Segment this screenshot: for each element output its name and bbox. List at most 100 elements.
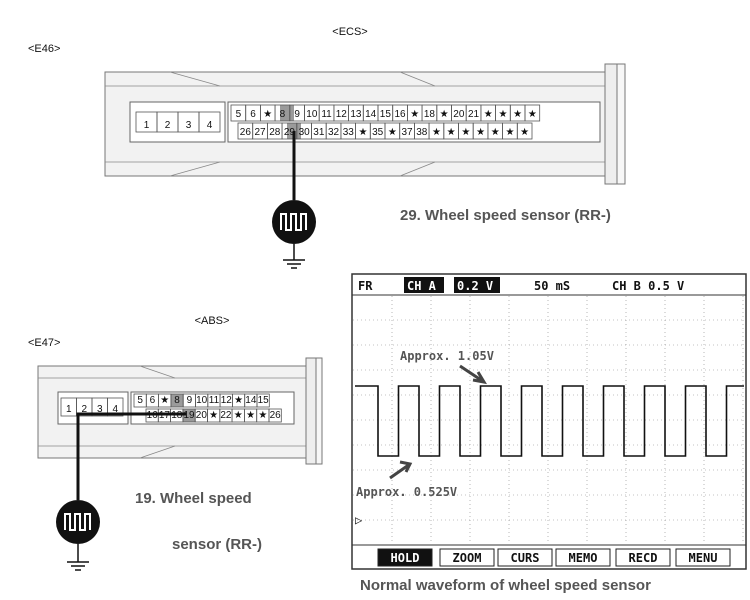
ecs-bottom-pin-label: 35 xyxy=(372,127,384,138)
scope-btn-memo[interactable] xyxy=(555,548,611,567)
scope-btn-label: HOLD xyxy=(391,551,420,565)
ecs-top-pin-label: 14 xyxy=(365,109,377,120)
ecs-caption: 29. Wheel speed sensor (RR-) xyxy=(400,207,611,224)
abs-bottom-pin-label: ★ xyxy=(234,410,243,421)
ecs-sensor-symbol xyxy=(272,200,316,269)
abs-bottom-pin-label: ★ xyxy=(209,410,218,421)
ecs-top-pin-label: 20 xyxy=(453,109,465,120)
arrow-low xyxy=(389,460,413,480)
ecs-top-pin-label: 16 xyxy=(394,109,406,120)
abs-top-pin-label: 14 xyxy=(245,395,257,406)
scope-ch-a-value: 0.2 V xyxy=(457,279,493,293)
ecs-top-pin-label: 13 xyxy=(350,109,362,120)
ecs-bottom-pin-label: 31 xyxy=(313,127,325,138)
scope-btn-recd[interactable] xyxy=(615,548,671,567)
abs-bottom-pin-label: ★ xyxy=(258,410,267,421)
scope-btn-zoom[interactable] xyxy=(439,548,495,567)
scope-btn-label: MENU xyxy=(689,551,718,565)
abs-top-pin-cell xyxy=(256,393,270,408)
abs-title: <ABS> xyxy=(195,315,230,327)
abs-top-pin-label: 9 xyxy=(187,395,193,406)
ecs-top-pin-label: 10 xyxy=(306,109,318,120)
ecs-top-pin-label: 5 xyxy=(236,109,242,120)
ecs-top-pin-label: 18 xyxy=(424,109,436,120)
ecs-bottom-pin-label: 26 xyxy=(240,127,252,138)
abs-sensor-symbol xyxy=(56,500,100,571)
ecs-bottom-pin-label: 37 xyxy=(401,127,413,138)
scope-ch-b: CH B 0.5 V xyxy=(612,279,684,293)
scope-ch-a: CH A xyxy=(407,279,437,293)
ecs-bottom-pin-label: 38 xyxy=(416,127,428,138)
abs-top-pin-label: ★ xyxy=(160,395,169,406)
abs-left-pin-label: 3 xyxy=(97,404,103,415)
ecs-top-pin-label: ★ xyxy=(263,109,272,120)
abs-top-pin-label: 15 xyxy=(258,395,270,406)
abs-bottom-pin-label: 26 xyxy=(270,410,282,421)
abs-caption-line1: 19. Wheel speed xyxy=(135,490,252,507)
ecs-bottom-pin-label: ★ xyxy=(447,127,456,138)
abs-bottom-pin-label: 19 xyxy=(183,410,195,421)
oscilloscope-screen: FR CH A 0.2 V 50 mS CH B 0.5 V Approx. 1… xyxy=(351,273,747,570)
scope-marker: ▷ xyxy=(355,513,363,527)
abs-bottom-pin-label: ★ xyxy=(246,410,255,421)
scope-btn-label: ZOOM xyxy=(453,551,482,565)
annotation-low: Approx. 0.525V xyxy=(356,485,457,499)
ecs-top-pin-label: ★ xyxy=(484,109,493,120)
abs-left-pin-cell xyxy=(107,397,124,417)
ecs-top-pin-label: ★ xyxy=(410,109,419,120)
scope-button-bar: HOLD ZOOM CURS MEMO RECD MENU xyxy=(377,548,731,567)
abs-top-pin-label: 12 xyxy=(221,395,233,406)
ecs-top-pin-cell xyxy=(524,104,541,122)
ecs-bottom-pin-label: ★ xyxy=(432,127,441,138)
ecs-bottom-pin-label: ★ xyxy=(461,127,470,138)
ecs-left-pin-label: 2 xyxy=(165,120,171,131)
scope-btn-label: RECD xyxy=(629,551,658,565)
scope-fr: FR xyxy=(358,279,373,293)
waveform-trace xyxy=(355,385,744,457)
abs-left-pin-label: 2 xyxy=(81,404,87,415)
abs-caption-line2: sensor (RR-) xyxy=(172,536,262,553)
ecs-top-pin-label: 9 xyxy=(294,109,300,120)
ecs-top-pin-label: ★ xyxy=(498,109,507,120)
scope-btn-curs[interactable] xyxy=(497,548,553,567)
ecs-bottom-pin-label: ★ xyxy=(491,127,500,138)
ecs-bottom-pin-label: 27 xyxy=(254,127,266,138)
ecs-left-pin-cell xyxy=(198,111,221,133)
ecs-top-pin-label: ★ xyxy=(513,109,522,120)
abs-bottom-pin-label: 20 xyxy=(196,410,208,421)
ecs-bottom-pin-label: ★ xyxy=(388,127,397,138)
abs-connector-id: <E47> xyxy=(28,337,60,349)
ecs-title: <ECS> xyxy=(332,26,367,38)
ecs-connector-id: <E46> xyxy=(28,43,60,55)
scope-btn-hold[interactable] xyxy=(377,548,433,567)
ecs-bottom-pin-label: 30 xyxy=(299,127,311,138)
ecs-left-pin-label: 1 xyxy=(144,120,150,131)
ecs-bottom-pin-label: 32 xyxy=(328,127,340,138)
abs-bottom-pin-cell xyxy=(268,408,282,423)
ecs-bottom-pin-cell xyxy=(516,122,533,140)
ecs-bottom-pin-label: ★ xyxy=(520,127,529,138)
scope-timebase: 50 mS xyxy=(534,279,570,293)
abs-top-pin-label: 5 xyxy=(137,395,143,406)
ecs-top-pin-label: 6 xyxy=(250,109,256,120)
abs-top-pin-label: 8 xyxy=(174,395,180,406)
abs-bottom-pin-label: 22 xyxy=(220,410,232,421)
ecs-top-pin-label: ★ xyxy=(440,109,449,120)
ecs-top-pin-label: ★ xyxy=(528,109,537,120)
ecs-top-pin-label: 8 xyxy=(280,109,286,120)
ecs-top-pin-label: 15 xyxy=(380,109,392,120)
ecs-bottom-pin-label: ★ xyxy=(476,127,485,138)
scope-btn-label: MEMO xyxy=(569,551,598,565)
scope-btn-label: CURS xyxy=(511,551,540,565)
ecs-top-pin-label: 21 xyxy=(468,109,480,120)
scope-btn-menu[interactable] xyxy=(675,548,731,567)
abs-left-pin-label: 1 xyxy=(66,404,72,415)
ecs-bottom-pin-label: ★ xyxy=(505,127,514,138)
